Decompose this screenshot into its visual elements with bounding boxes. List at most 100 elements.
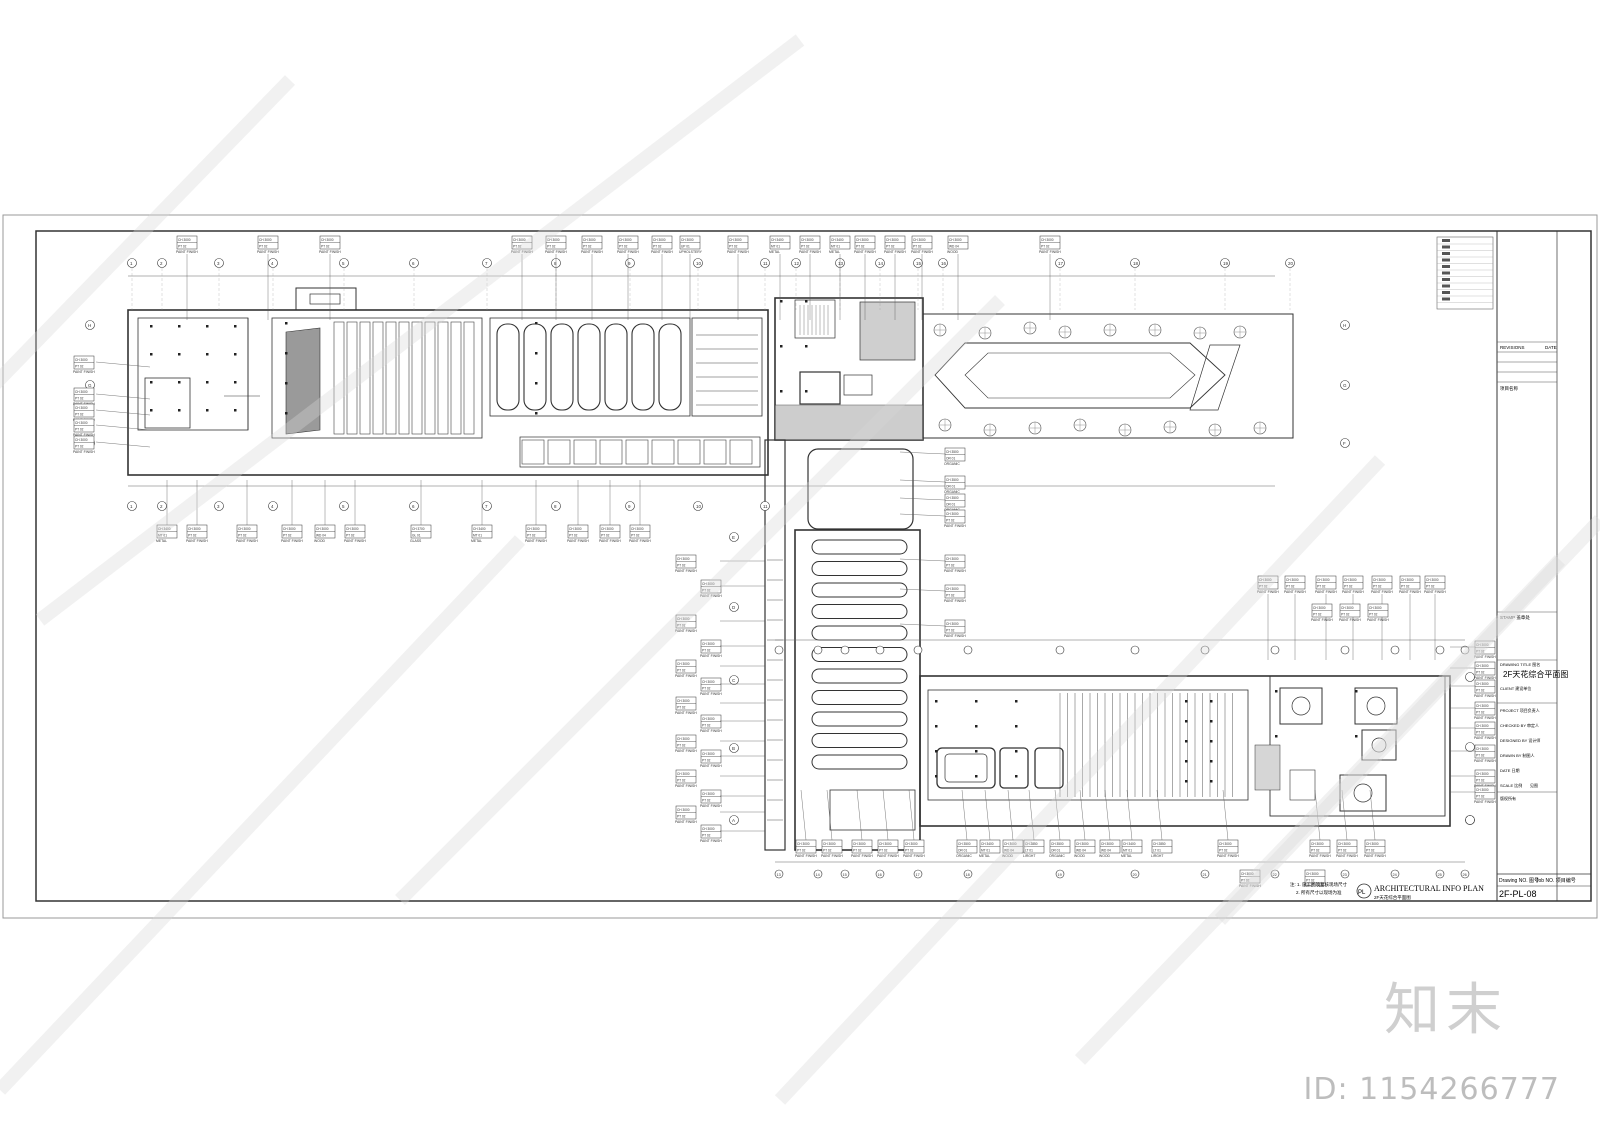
plan-title-block: PL ARCHITECTURAL INFO PLAN 2F天花综合平面图 注: … bbox=[1290, 881, 1484, 901]
ceiling-light bbox=[535, 322, 538, 325]
grid-bubble bbox=[1465, 672, 1475, 682]
tag-code: PT 02 bbox=[75, 445, 84, 449]
ceiling-pill bbox=[811, 604, 908, 619]
tag-code: MT 01 bbox=[1123, 849, 1132, 853]
tag-ch: CH 3000 bbox=[946, 557, 959, 561]
tag-ch: CH 3000 bbox=[677, 808, 690, 812]
corridor-room bbox=[573, 439, 597, 465]
ceiling-strip bbox=[372, 321, 384, 435]
drawing-title-label: DRAWING TITLE 图名 bbox=[1500, 661, 1540, 667]
grid-label: 24 bbox=[1393, 873, 1397, 877]
tag-code: PT 02 bbox=[1476, 689, 1485, 693]
tag-material: PAINT FINISH bbox=[675, 629, 697, 633]
tag-material: PAINT FINISH bbox=[675, 749, 697, 753]
ceiling-light bbox=[206, 409, 209, 412]
grid-bubble bbox=[1055, 869, 1065, 879]
tag-material: ORGANIC bbox=[944, 490, 960, 494]
grid-bubble bbox=[693, 258, 703, 268]
ceiling-light bbox=[1275, 690, 1278, 693]
grid-bubble bbox=[760, 258, 770, 268]
tag-material: ORGANIC bbox=[944, 462, 960, 466]
tag-code: OR 01 bbox=[1051, 849, 1060, 853]
tag-material: PAINT FINISH bbox=[700, 594, 722, 598]
tag-code: PT 02 bbox=[321, 245, 330, 249]
grid-bubble bbox=[1200, 645, 1210, 655]
tag-material: WOOD bbox=[314, 539, 325, 543]
corridor-room bbox=[651, 439, 675, 465]
ceiling-light bbox=[805, 345, 808, 348]
tag-material: PAINT FINISH bbox=[944, 599, 966, 603]
tag-material: ORGANIC bbox=[1049, 854, 1065, 858]
tag-leader bbox=[95, 441, 151, 448]
grid-bubble bbox=[127, 501, 137, 511]
tag-code: PT 02 bbox=[1306, 879, 1315, 883]
ceiling-light bbox=[206, 353, 209, 356]
grid-bubble bbox=[1390, 869, 1400, 879]
tag-code: PT 02 bbox=[1476, 671, 1485, 675]
ceiling-light bbox=[150, 353, 153, 356]
grid-label: 3 bbox=[217, 504, 220, 509]
tag-ch: CH 3000 bbox=[1366, 842, 1379, 846]
tag-ch: CH 3000 bbox=[619, 238, 632, 242]
grid-bubble bbox=[214, 258, 224, 268]
tag-material: GLASS bbox=[410, 539, 422, 543]
grid-label: E bbox=[732, 535, 735, 540]
tag-code: PT 02 bbox=[797, 849, 806, 853]
tag-code: MT 01 bbox=[771, 245, 780, 249]
grid-bubble bbox=[813, 869, 823, 879]
tag-ch: CH 3000 bbox=[677, 699, 690, 703]
tag-code: PT 02 bbox=[853, 849, 862, 853]
ceiling-light bbox=[178, 353, 181, 356]
grid-bubble bbox=[482, 258, 492, 268]
grid-bubble bbox=[1130, 258, 1140, 268]
tag-leader bbox=[800, 789, 807, 841]
ceiling-light bbox=[975, 775, 978, 778]
ceiling-pill bbox=[811, 754, 908, 770]
tag-ch: CH 3000 bbox=[583, 238, 596, 242]
tag-material: PAINT FINISH bbox=[1424, 590, 1446, 594]
tag-code: PT 02 bbox=[1259, 585, 1268, 589]
tag-leader bbox=[95, 424, 151, 431]
grid-bubble bbox=[1270, 645, 1280, 655]
tag-material: PAINT FINISH bbox=[854, 250, 876, 254]
tag-code: PT 02 bbox=[653, 245, 662, 249]
ceiling-light bbox=[935, 750, 938, 753]
tag-code: PT 02 bbox=[702, 834, 711, 838]
tag-leader bbox=[856, 789, 863, 841]
tag-ch: CH 3000 bbox=[1259, 578, 1272, 582]
tag-ch: CH 3000 bbox=[283, 527, 296, 531]
tag-ch: CH 3000 bbox=[702, 827, 715, 831]
tag-material: PAINT FINISH bbox=[73, 370, 95, 374]
grid-bubble bbox=[729, 743, 739, 753]
ceiling-pill bbox=[811, 668, 908, 684]
tag-ch: CH 3500 bbox=[946, 478, 959, 482]
tag-leader bbox=[95, 361, 151, 368]
tag-code: PT 02 bbox=[601, 534, 610, 538]
ceiling-light bbox=[1015, 775, 1018, 778]
tag-leader bbox=[908, 789, 915, 841]
tag-ch: CH 3400 bbox=[473, 527, 486, 531]
grid-label: 1 bbox=[130, 261, 133, 266]
ceiling-pill bbox=[811, 647, 908, 662]
tag-ch: CH 3000 bbox=[856, 238, 869, 242]
tag-ch: CH 3000 bbox=[238, 527, 251, 531]
tag-leader bbox=[882, 789, 889, 841]
tag-material: PAINT FINISH bbox=[1474, 676, 1496, 680]
ceiling-pill bbox=[811, 733, 908, 748]
ceiling-bay bbox=[550, 323, 574, 411]
grid-bubble bbox=[1435, 869, 1445, 879]
tag-material: PAINT FINISH bbox=[1217, 854, 1239, 858]
tag-material: PAINT FINISH bbox=[727, 250, 749, 254]
tag-leader bbox=[961, 789, 968, 841]
tag-code: PT 02 bbox=[702, 759, 711, 763]
tag-ch: CH 3000 bbox=[1401, 578, 1414, 582]
plan-subtitle: 2F天花综合平面图 bbox=[1374, 894, 1411, 901]
tag-code: PT 02 bbox=[702, 649, 711, 653]
grid-label: 12 bbox=[794, 261, 800, 266]
grid-bubble bbox=[409, 258, 419, 268]
ceiling-pill bbox=[811, 582, 908, 598]
tag-code: PT 02 bbox=[178, 245, 187, 249]
tag-code: WD 04 bbox=[1076, 849, 1086, 853]
tag-ch: CH 3000 bbox=[75, 358, 88, 362]
grid-bubble bbox=[1465, 815, 1475, 825]
